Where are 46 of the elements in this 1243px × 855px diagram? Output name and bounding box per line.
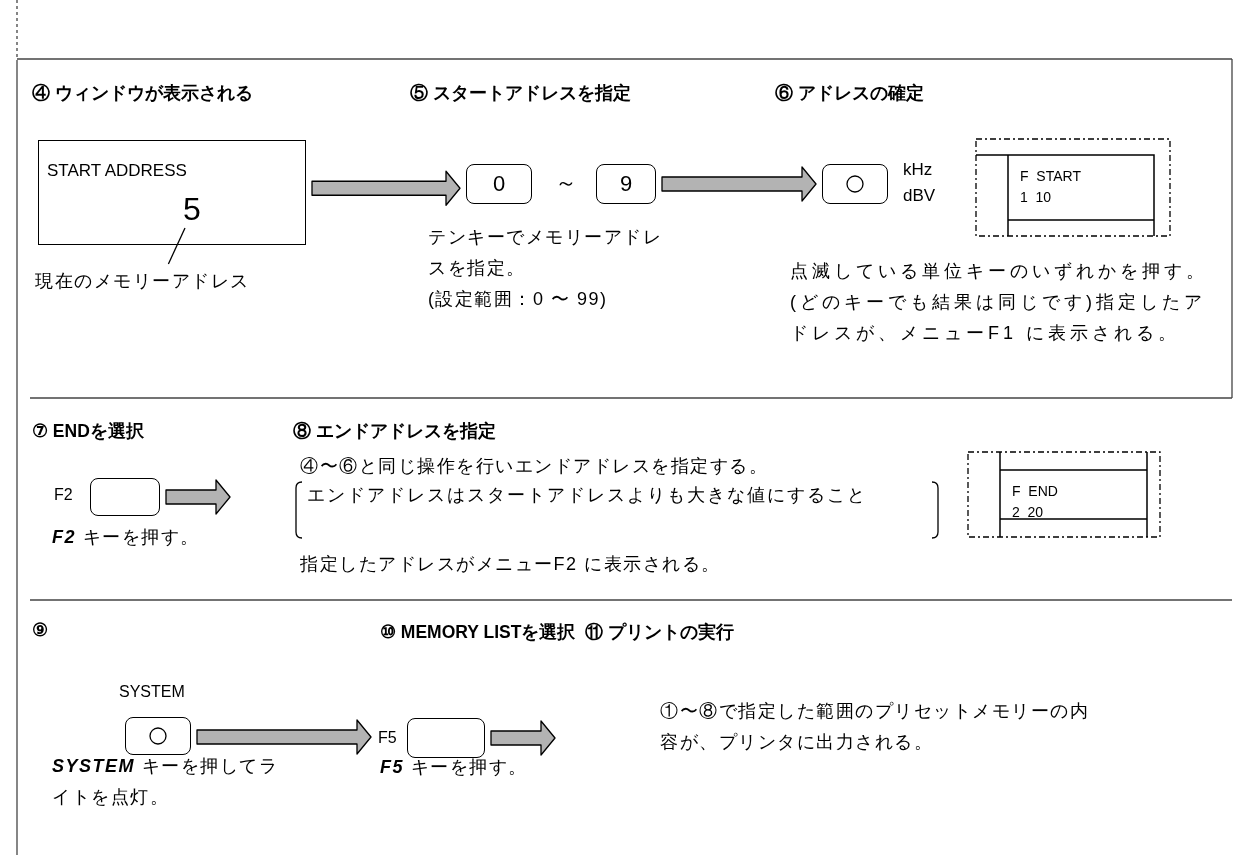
description: ④〜⑥と同じ操作を行いエンドアドレスを指定する。 bbox=[300, 455, 768, 478]
step-heading: ④ ウィンドウが表示される bbox=[32, 82, 253, 105]
tilde-sign: ～ bbox=[555, 169, 579, 197]
range-note: (設定範囲：0 〜 99) bbox=[428, 288, 608, 311]
block-arrow bbox=[311, 170, 461, 206]
menu-display bbox=[976, 139, 1170, 236]
description: ①〜⑧で指定した範囲のプリセットメモリーの内容が、プリンタに出力される。 bbox=[660, 700, 1090, 754]
display-window bbox=[38, 140, 306, 245]
description: テンキーでメモリーアドレスを指定。 bbox=[428, 226, 663, 280]
leader-line bbox=[167, 227, 186, 265]
step-heading: ⑦ ENDを選択 bbox=[32, 420, 144, 443]
step-heading: ⑩ MEMORY LISTを選択 bbox=[380, 621, 576, 644]
description: SYSTEM キーを押してライトを点灯。 bbox=[52, 755, 280, 809]
menu-text: F START bbox=[1020, 168, 1081, 184]
number-key: 9 bbox=[596, 164, 656, 204]
step-heading: ⑧ エンドアドレスを指定 bbox=[293, 420, 496, 443]
description: F5 キーを押す。 bbox=[380, 756, 528, 779]
caption-text: 現在のメモリーアドレス bbox=[35, 266, 325, 296]
menu-text: 1 10 bbox=[1020, 189, 1052, 205]
key-label: SYSTEM bbox=[119, 683, 185, 701]
block-arrow bbox=[165, 479, 231, 515]
menu-text: F END bbox=[1012, 483, 1058, 499]
address-digit: 5 bbox=[177, 191, 207, 227]
key bbox=[125, 717, 191, 755]
note-text: エンドアドレスはスタートアドレスよりも大きな値にすること bbox=[307, 484, 868, 507]
menu-text: 2 20 bbox=[1012, 504, 1044, 520]
window-title: START ADDRESS bbox=[47, 161, 187, 181]
block-arrow bbox=[661, 166, 817, 202]
key bbox=[90, 478, 160, 516]
key bbox=[407, 718, 485, 758]
description: F2 キーを押す。 bbox=[52, 526, 200, 549]
block-arrow bbox=[196, 719, 372, 755]
step-heading: ⑥ アドレスの確定 bbox=[775, 82, 924, 105]
key-label: F5 bbox=[378, 729, 397, 747]
key bbox=[822, 164, 888, 204]
step-heading: ⑨ bbox=[32, 620, 48, 641]
key-label: kHz bbox=[903, 160, 933, 180]
step-heading: ⑪ プリントの実行 bbox=[585, 621, 734, 644]
step-heading: ⑤ スタートアドレスを指定 bbox=[410, 82, 631, 105]
number-key: 0 bbox=[466, 164, 532, 204]
menu-display bbox=[968, 452, 1160, 537]
block-arrow bbox=[490, 720, 556, 756]
description: 点滅している単位キーのいずれかを押す。(どのキーでも結果は同じです)指定したアドレスが、メニューF1 に表示される。 bbox=[790, 260, 1208, 345]
description: 指定したアドレスがメニューF2 に表示される。 bbox=[300, 553, 721, 576]
key-label: F2 bbox=[54, 486, 73, 504]
key-label: dBV bbox=[903, 186, 936, 206]
